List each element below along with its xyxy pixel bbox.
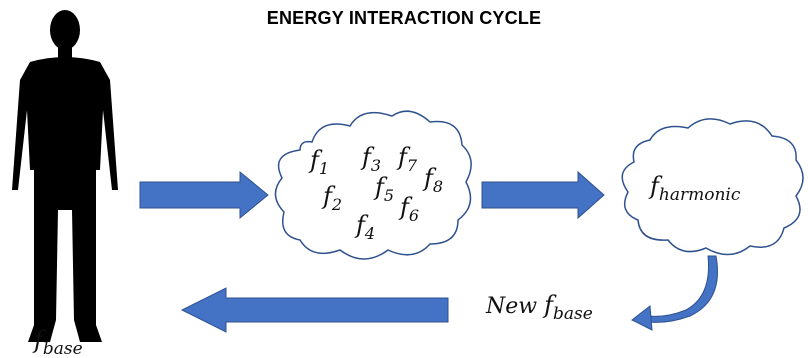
person-label: fbase	[32, 326, 83, 358]
arrow-to-frequency-cloud	[139, 170, 269, 220]
frequency-cloud	[274, 110, 472, 260]
person-silhouette	[12, 10, 118, 342]
diagram-title: ENERGY INTERACTION CYCLE	[266, 8, 542, 28]
arrow-to-harmonic-cloud	[481, 170, 605, 220]
harmonic-cloud	[621, 118, 804, 256]
new-base-label: New fbase	[485, 291, 593, 324]
harmonic-label: fharmonic	[648, 172, 741, 205]
arrow-back-to-person	[180, 287, 449, 333]
curved-return-arrow	[631, 255, 718, 331]
